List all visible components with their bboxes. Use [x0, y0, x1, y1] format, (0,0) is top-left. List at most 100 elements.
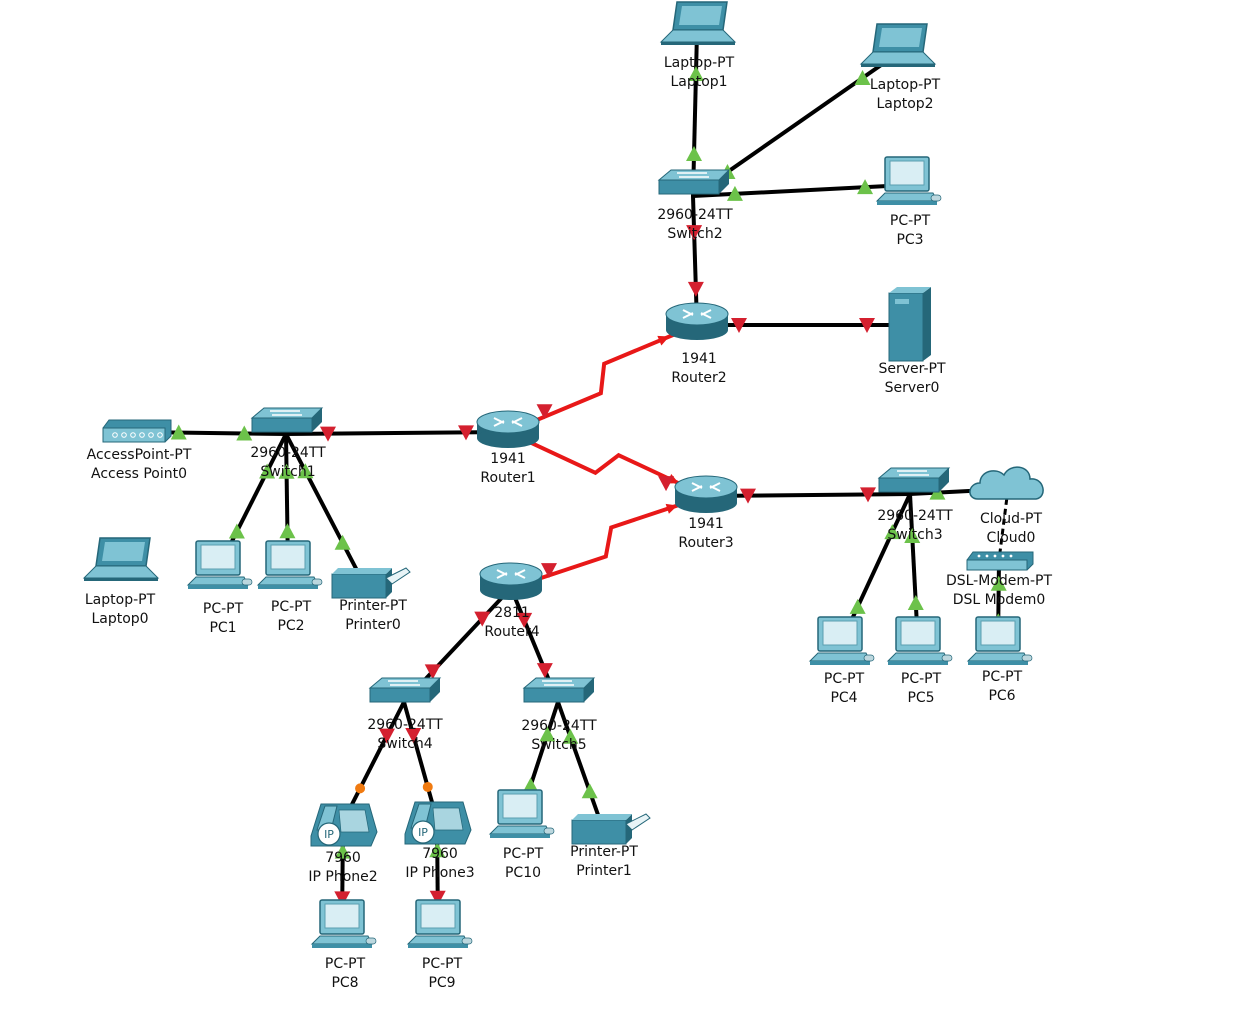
pc-icon [256, 540, 323, 589]
link-switch4-ipphone3-to-state [422, 781, 433, 792]
link-switch1-printer0[interactable] [284, 433, 364, 581]
link-router3-switch3[interactable] [705, 492, 911, 498]
link-router4-router3[interactable] [510, 494, 707, 590]
device-pc6[interactable]: PC-PT PC6 [966, 616, 1033, 704]
link-switch2-pc3-from-state [726, 185, 743, 201]
link-switch5-printer1-to-state [581, 783, 598, 799]
links-layer [136, 31, 1010, 929]
pc-icon [808, 616, 875, 665]
device-model-label: 1941 [490, 451, 526, 467]
device-model-label: PC-PT [422, 956, 463, 972]
link-router2-server0-to-state [859, 318, 875, 333]
pc-icon [310, 899, 377, 948]
switch-icon [368, 677, 442, 703]
router-icon [674, 475, 738, 513]
link-switch5-printer1[interactable] [556, 701, 604, 827]
link-switch4-ipphone2-from-state [378, 728, 395, 744]
device-model-label: 2960-24TT [877, 508, 953, 524]
link-switch1-router1[interactable] [285, 430, 509, 436]
device-name-label: Printer1 [576, 863, 631, 879]
cloud-icon [969, 466, 1044, 500]
link-switch1-router1-from-state [319, 426, 336, 442]
device-model-label: Cloud-PT [980, 511, 1042, 527]
link-router3-switch3-to-state [860, 487, 877, 503]
device-model-label: PC-PT [982, 669, 1023, 685]
link-switch1-pc2-to-state [279, 523, 296, 539]
link-switch4-ipphone3[interactable] [402, 701, 439, 821]
device-name-label: Router1 [480, 470, 535, 486]
link-router1-router2[interactable] [507, 323, 698, 434]
pc-icon [406, 899, 473, 948]
link-switch2-laptop1-from-state [686, 146, 703, 162]
device-model-label: 7960 [325, 850, 361, 866]
link-switch2-laptop1-to-state [687, 65, 704, 81]
device-name-label: PC1 [209, 620, 236, 636]
device-switch3[interactable]: 2960-24TT Switch3 [877, 467, 953, 543]
device-name-label: PC6 [988, 688, 1015, 704]
device-model-label: Printer-PT [339, 598, 407, 614]
link-switch4-ipphone2-to-state [355, 783, 366, 794]
link-switch2-router2-from-state [686, 225, 703, 241]
device-name-label: PC3 [896, 232, 923, 248]
link-switch3-pc4-from-state [884, 524, 901, 540]
printer-icon [571, 813, 651, 845]
link-cloud0-modem0[interactable] [997, 488, 1010, 561]
pc-icon [875, 156, 942, 205]
link-ap0-switch1-to-state [236, 425, 253, 441]
link-switch4-ipphone3-from-state [405, 728, 422, 744]
link-switch1-pc1-to-state [228, 523, 245, 539]
pc-icon [966, 616, 1033, 665]
ip-phone-icon [310, 803, 378, 847]
device-model-label: PC-PT [325, 956, 366, 972]
device-name-label: Switch1 [260, 464, 315, 480]
device-model-label: 2811 [494, 605, 530, 621]
device-name-label: Switch3 [887, 527, 942, 543]
switch-icon [250, 407, 324, 433]
link-switch3-pc5-to-state [907, 595, 924, 611]
device-name-label: DSL Modem0 [953, 592, 1046, 608]
link-switch2-laptop1[interactable] [691, 31, 699, 197]
link-switch1-router1-to-state [458, 425, 475, 441]
link-router4-router3-arrowhead [665, 503, 678, 514]
pc-icon [886, 616, 953, 665]
link-switch2-pc3[interactable] [692, 183, 908, 198]
link-router1-router3[interactable] [507, 430, 707, 498]
device-name-label: PC10 [505, 865, 541, 881]
link-ap0-switch1-from-state [170, 424, 187, 440]
router-icon [476, 410, 540, 448]
device-name-label: Router4 [484, 624, 539, 640]
link-router4-switch4-from-state [474, 611, 491, 627]
device-name-label: Laptop2 [876, 96, 933, 112]
link-switch4-ipphone2[interactable] [341, 701, 406, 823]
printer-icon [331, 567, 411, 599]
link-switch1-printer0-from-state [297, 463, 314, 479]
